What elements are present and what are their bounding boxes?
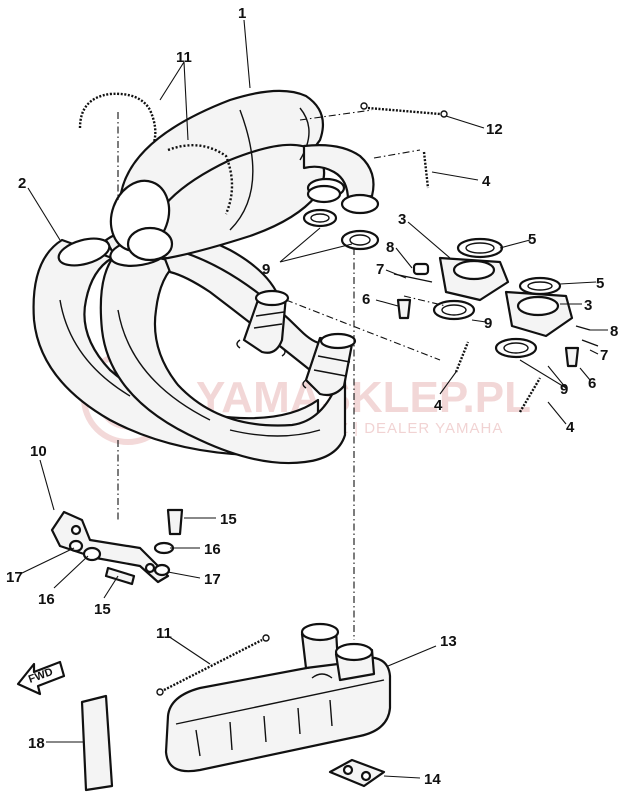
callout-17-left: 17 (6, 569, 23, 586)
callout-4-top: 4 (482, 173, 491, 190)
callout-6-right: 6 (588, 375, 596, 392)
callout-1: 1 (238, 5, 246, 22)
callout-7-right: 7 (600, 347, 608, 364)
callout-11-lower: 11 (156, 625, 172, 642)
callout-14: 14 (424, 771, 441, 788)
callout-10: 10 (30, 443, 47, 460)
spring-11-lower (156, 634, 270, 696)
callout-3-upper: 3 (398, 211, 406, 228)
callout-4-right: 4 (566, 419, 575, 436)
callout-9-right: 9 (560, 381, 568, 398)
joint-hardware (302, 151, 599, 413)
callout-3-lower: 3 (584, 297, 592, 314)
spring-12 (360, 102, 448, 118)
callout-16-left: 16 (38, 591, 55, 608)
callout-6-left: 6 (362, 291, 370, 308)
callout-9-middle: 9 (484, 315, 492, 332)
port-pipes (236, 289, 357, 397)
callout-8-right: 8 (610, 323, 618, 340)
watermark-brand: YAMASKLEP.PL (196, 373, 531, 422)
assembly-guide-lines (117, 109, 447, 640)
callout-numbers: 1 2 11 12 4 3 5 8 7 9 6 9 5 3 8 7 6 9 4 … (6, 5, 618, 788)
pad-18 (80, 694, 114, 792)
spring-11-upper (78, 92, 157, 143)
exhaust-pipe-assembly (32, 226, 347, 465)
callout-11-upper: 11 (176, 49, 192, 66)
callout-12: 12 (486, 121, 503, 138)
callout-5-upper: 5 (528, 231, 536, 248)
callout-16-right: 16 (204, 541, 221, 558)
callout-18: 18 (28, 735, 45, 752)
callout-8-left: 8 (386, 239, 394, 256)
callout-4-left: 4 (434, 397, 443, 414)
callout-7-left: 7 (376, 261, 384, 278)
callout-2: 2 (18, 175, 26, 192)
callout-9-left: 9 (262, 261, 270, 278)
leader-lines (19, 19, 608, 779)
chamber-box-13 (164, 622, 392, 773)
watermark: YAMASKLEP.PL WOJCIECHOWICZ | DEALER YAMA… (81, 351, 531, 445)
fwd-arrow-icon: FWD (16, 660, 66, 696)
callout-15-right: 15 (220, 511, 237, 528)
bracket-10 (50, 508, 184, 586)
callout-17-right: 17 (204, 571, 221, 588)
callout-13: 13 (440, 633, 457, 650)
callout-15-left: 15 (94, 601, 111, 618)
callout-5-lower: 5 (596, 275, 604, 292)
rubber-damper-14 (328, 758, 386, 788)
muffler-chamber (109, 89, 380, 262)
